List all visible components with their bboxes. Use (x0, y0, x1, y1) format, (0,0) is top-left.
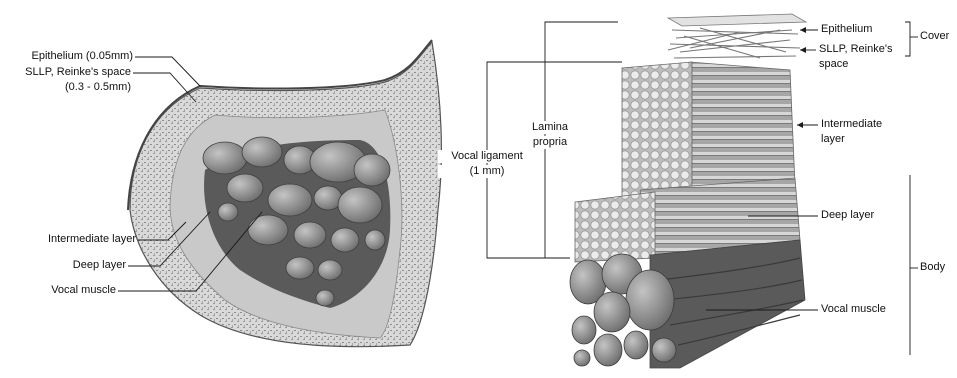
label-right-deep: Deep layer (821, 209, 874, 222)
label-ligament-line1: Vocal ligament (438, 150, 536, 163)
label-body: Body (920, 261, 945, 274)
cover-bracket (905, 22, 910, 56)
label-right-intermediate-line2: layer (821, 133, 845, 146)
right-epithelium-sheet (668, 14, 806, 26)
label-right-sllp-line1: SLLP, Reinke's (819, 43, 892, 56)
leader-epithelium (135, 57, 200, 86)
label-left-deep: Deep layer (0, 259, 126, 272)
label-right-intermediate-line1: Intermediate (821, 118, 882, 131)
right-intermediate-ends (622, 62, 692, 204)
right-sllp-fibres (668, 28, 800, 58)
label-lamina-line2: propria (520, 136, 580, 149)
right-intermediate-side (690, 62, 795, 198)
label-right-epithelium: Epithelium (821, 23, 872, 36)
label-left-sllp-size: (0.3 - 0.5mm) (0, 81, 131, 94)
left-cross-section (118, 40, 441, 347)
label-left-sllp: SLLP, Reinke's space (0, 66, 131, 79)
label-lamina-line1: Lamina (520, 121, 580, 134)
right-arrowheads (797, 27, 806, 128)
label-ligament-line2: (1 mm) (438, 165, 536, 178)
label-left-epithelium: Epithelium (0.05mm) (0, 50, 133, 63)
label-right-sllp-line2: space (819, 58, 848, 71)
label-left-intermediate: Intermediate layer (0, 233, 136, 246)
label-cover: Cover (920, 30, 949, 43)
right-deep-ends (575, 192, 655, 262)
label-left-muscle: Vocal muscle (0, 284, 116, 297)
label-right-muscle: Vocal muscle (821, 303, 886, 316)
